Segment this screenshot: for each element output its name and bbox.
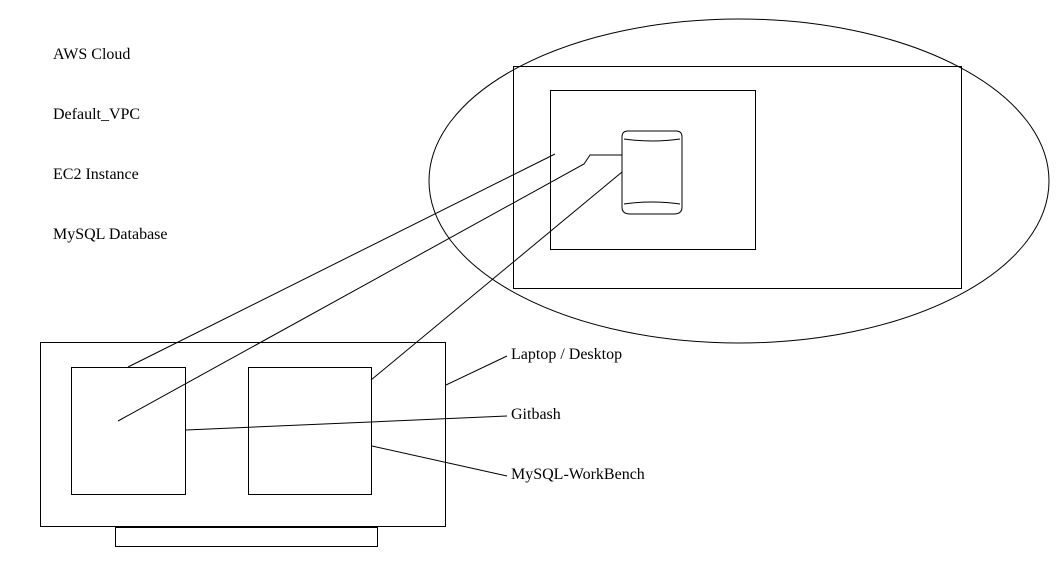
label-gitbash: Gitbash xyxy=(511,406,561,423)
callout-line-gitbash xyxy=(185,415,508,431)
label-mysql-workbench: MySQL-WorkBench xyxy=(511,466,645,483)
laptop-stand xyxy=(115,527,378,547)
legend-mysql-database: MySQL Database xyxy=(53,226,168,243)
label-laptop-desktop: Laptop / Desktop xyxy=(511,346,622,363)
laptop-body xyxy=(40,342,446,527)
legend-default-vpc: Default_VPC xyxy=(53,106,140,123)
callout-line-workbench xyxy=(371,445,508,477)
mysql-database-cylinder xyxy=(621,130,683,215)
callout-line-laptop xyxy=(445,355,508,386)
connector-terminal-to-database xyxy=(117,154,622,422)
workbench-window xyxy=(248,367,372,495)
default-vpc-box xyxy=(513,66,962,289)
gitbash-window xyxy=(71,367,186,495)
aws-cloud-ellipse xyxy=(428,18,1050,344)
legend-ec2-instance: EC2 Instance xyxy=(53,166,139,183)
connector-gitbash-to-ec2 xyxy=(127,153,556,368)
connector-workbench-to-database xyxy=(370,171,623,381)
legend-aws-cloud: AWS Cloud xyxy=(53,46,130,63)
ec2-instance-box xyxy=(550,90,756,250)
